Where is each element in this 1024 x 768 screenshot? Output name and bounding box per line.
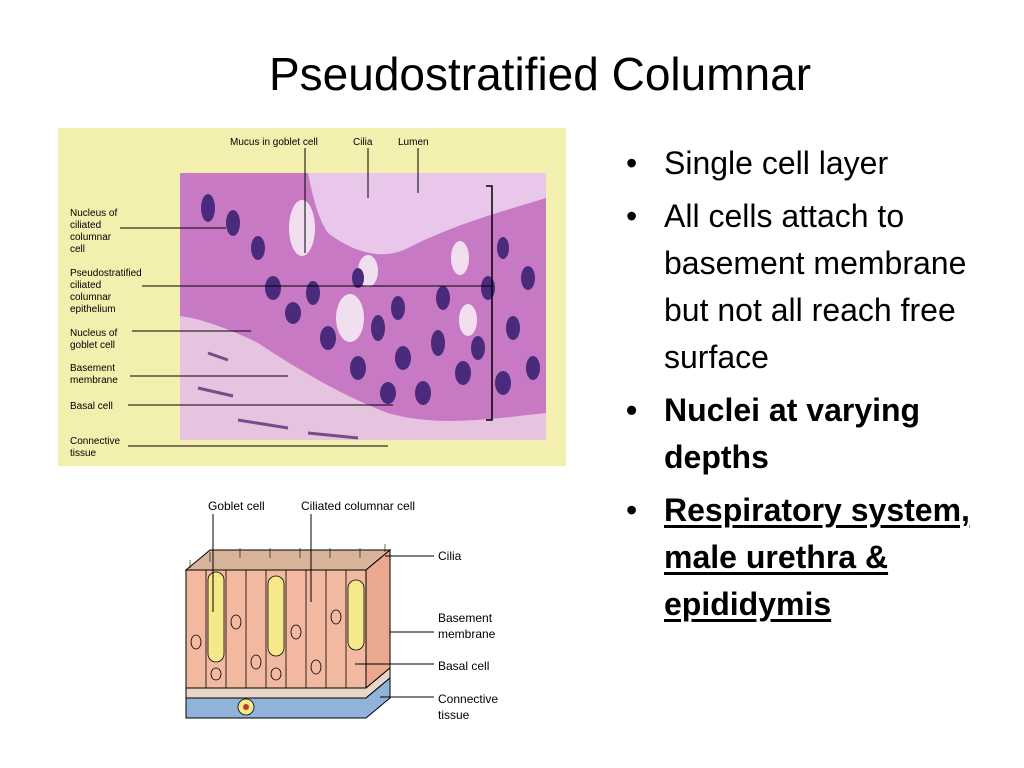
label-mucus: Mucus in goblet cell (230, 137, 318, 148)
leader-lines (120, 148, 492, 447)
svg-text:membrane: membrane (70, 375, 118, 386)
bullet-item: • Respiratory system, male urethra & epi… (618, 487, 1008, 628)
bullet-text: Nuclei at varying depths (664, 392, 921, 475)
label-basal-cell: Basal cell (70, 401, 113, 412)
diagram-cells (185, 569, 367, 689)
micrograph-image: Mucus in goblet cell Cilia Lumen Nucleus… (58, 128, 566, 466)
label-diagram-basal-cell: Basal cell (438, 659, 489, 673)
svg-text:tissue: tissue (438, 708, 470, 722)
label-diagram-connective: Connective (438, 692, 498, 706)
connective-fibers (197, 351, 359, 440)
diagram-cilia (189, 544, 386, 568)
goblet-mucus (459, 304, 477, 336)
svg-text:epithelium: epithelium (70, 304, 116, 315)
label-diagram-cilia: Cilia (438, 549, 462, 563)
bullet-glyph: • (626, 492, 638, 528)
label-nucleus-goblet: Nucleus of (70, 328, 117, 339)
epithelium-bracket (486, 185, 493, 421)
diagram-vessel-core (243, 704, 249, 710)
bullet-glyph: • (626, 198, 638, 234)
svg-text:columnar: columnar (70, 292, 112, 303)
svg-text:cell: cell (70, 244, 85, 255)
bullet-item: • Single cell layer (618, 140, 1008, 187)
goblet-cell-shape (347, 579, 365, 651)
diagram-top-surface (184, 549, 392, 571)
diagram-connective-tissue (185, 676, 391, 719)
bullet-text: Single cell layer (664, 145, 889, 181)
epithelium-diagram: Goblet cell Ciliated columnar cell Cilia… (184, 499, 498, 722)
label-nucleus-ciliated: Nucleus of (70, 208, 117, 219)
epithelium-band (180, 173, 546, 421)
svg-text:ciliated: ciliated (70, 220, 101, 231)
label-basement-membrane: Basement (70, 363, 115, 374)
svg-text:ciliated: ciliated (70, 280, 101, 291)
bullet-list: • Single cell layer • All cells attach t… (618, 140, 1008, 634)
goblet-cell-shape (267, 575, 285, 657)
svg-text:tissue: tissue (70, 448, 97, 459)
label-goblet-cell: Goblet cell (208, 499, 265, 513)
label-lumen: Lumen (398, 137, 429, 148)
svg-text:membrane: membrane (438, 627, 496, 641)
diagram-side-face (365, 548, 391, 690)
cell-nuclei (201, 194, 540, 405)
label-diagram-basement: Basement (438, 611, 493, 625)
bullet-glyph: • (626, 145, 638, 181)
goblet-cell-shape (207, 571, 225, 663)
svg-text:goblet cell: goblet cell (70, 340, 115, 351)
label-cilia: Cilia (353, 137, 373, 148)
goblet-mucus (451, 241, 469, 275)
label-pseudostratified: Pseudostratified (70, 268, 142, 279)
bullet-glyph: • (626, 392, 638, 428)
goblet-mucus (289, 200, 315, 256)
bullet-text: All cells attach to basement membrane bu… (664, 198, 967, 375)
bullet-item: • All cells attach to basement membrane … (618, 193, 1008, 381)
label-connective-tissue: Connective (70, 436, 120, 447)
slide-title: Pseudostratified Columnar (268, 48, 812, 100)
goblet-mucus (336, 294, 364, 342)
bullet-item: • Nuclei at varying depths (618, 387, 1008, 481)
svg-text:columnar: columnar (70, 232, 112, 243)
bullet-text: Respiratory system, male urethra & epidi… (664, 492, 970, 622)
diagram-leader-lines (212, 514, 434, 698)
label-ciliated-columnar-cell: Ciliated columnar cell (301, 499, 415, 513)
